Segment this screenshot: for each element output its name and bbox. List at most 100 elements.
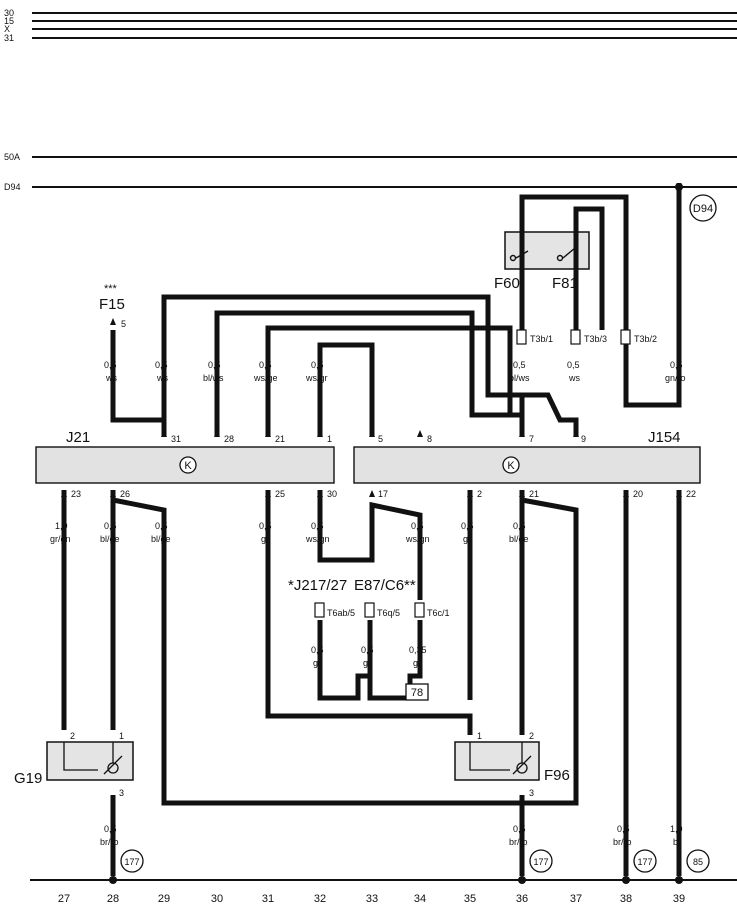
pin-label: 31 [171,434,181,444]
wire-size: 0,5 [461,521,474,531]
grid-number: 36 [516,893,528,905]
grid-number: 35 [464,893,476,905]
pin-label: 21 [275,434,285,444]
sensor-symbol [63,742,123,775]
k-symbol [179,456,197,474]
wire-color: br/ro [613,837,632,847]
wire [317,342,375,437]
wire-size: 0,5 [567,360,580,370]
wire-color: br/ro [100,837,119,847]
wire-color: gn [413,658,423,668]
wire-color: ws [156,373,168,383]
connector-icon [314,602,325,618]
wire-color: bl/ws [203,373,224,383]
top-pins: 5 31 28 21 1 5 8 7 9 [121,319,586,444]
component-label-f81: F81 [552,275,578,292]
wire-color: bl/ge [100,534,120,544]
wire-size: 0,35 [409,645,427,655]
pin-label: 22 [686,489,696,499]
grid-number: 33 [366,893,378,905]
g19-sensor [46,741,134,781]
wire-size: 1,0 [55,521,68,531]
wire [317,490,423,600]
pin-label: 5 [121,319,126,329]
bottom-wire-labels: 1,0 gr/gn 0,5 bl/ge 0,5 bl/ge 0,5 gr 0,5… [50,521,529,544]
wire-size: 0,5 [513,360,526,370]
pin-label: 5 [378,434,383,444]
wire [519,194,629,330]
pin-label: 20 [633,489,643,499]
wire-color: bl/ge [509,534,529,544]
wire-size: 0,5 [104,521,117,531]
pin-label: 30 [327,489,337,499]
pin-label: 23 [71,489,81,499]
wire [573,206,605,330]
mid-wire-labels: 0,5 gn 0,5 gn 0,35 gn [311,645,427,668]
wire-color: ws/gn [405,534,430,544]
connector-label: T3b/1 [530,334,553,344]
bus-label: D94 [4,182,21,192]
wire-size: 0,5 [513,824,526,834]
grid-numbers: 27 28 29 30 31 32 33 34 35 36 37 38 39 [58,893,685,905]
pin-label: 1 [477,731,482,741]
bus-lines [30,12,737,881]
wire [161,294,525,437]
component-label-j154: J154 [648,429,681,446]
bottom-pins: 23 26 25 30 17 2 21 20 22 [71,489,696,499]
wire [623,183,682,408]
connector-label: T6ab/5 [327,608,355,618]
connector-icon [364,602,375,618]
wire-color: ws/gr [305,373,328,383]
component-label-j217: *J217/27 [288,577,347,594]
wire-color: ws/ge [253,373,278,383]
ref-label: 177 [124,857,139,867]
pin-label: 28 [224,434,234,444]
grid-number: 34 [414,893,426,905]
grid-number: 28 [107,893,119,905]
wires [61,183,682,876]
grid-number: 30 [211,893,223,905]
component-label-f60: F60 [494,275,520,292]
connector-icon [620,329,631,345]
pin-label: 8 [427,434,432,444]
pin-label: 7 [529,434,534,444]
wire-color: gn [363,658,373,668]
bus-label: 15 [4,16,14,26]
wire-size: 0,5 [104,824,117,834]
ref-circle [686,849,710,873]
connector-icon [570,329,581,345]
top-wire-labels: 0,5 ws 0,5 ws 0,5 bl/ws 0,5 ws/ge 0,5 ws… [104,360,686,383]
pin-label: 2 [70,731,75,741]
component-label-j21: J21 [66,429,90,446]
ref-circle [529,849,553,873]
f96-sensor [454,741,540,781]
grid-number: 29 [158,893,170,905]
wire-color: gn [313,658,323,668]
wire-color: gr/gn [50,534,71,544]
k-label: K [507,460,515,472]
j154-module [353,446,701,484]
connector-icon [414,602,425,618]
component-label-g19: G19 [14,770,42,787]
pin-label: 21 [529,489,539,499]
pin-label: 2 [529,731,534,741]
wire-size: 0,5 [311,521,324,531]
wire-size: 0,5 [670,360,683,370]
wire [112,497,579,806]
wire-color: ws/gn [305,534,330,544]
f15-stars: *** [104,283,118,295]
ref-circle [633,849,657,873]
pin-label: 17 [378,489,388,499]
relay-connectors: T3b/1 T3b/3 T3b/2 [516,329,657,345]
k-symbol [502,456,520,474]
connector-icon [516,329,527,345]
wire [522,392,579,437]
ref-circle [120,849,144,873]
wire-color: gn/ro [665,373,686,383]
mid-connectors: T6ab/5 T6q/5 T6c/1 [314,602,450,618]
grid-number: 39 [673,893,685,905]
wire-size: 0,5 [361,645,374,655]
ref-label: 177 [637,857,652,867]
wire-color: br [673,837,681,847]
